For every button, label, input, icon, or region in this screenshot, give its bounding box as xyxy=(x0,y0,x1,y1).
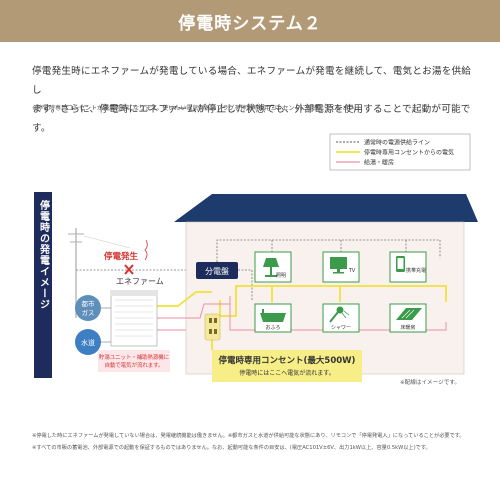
floor-heating-icon xyxy=(396,308,422,320)
enefarm-label: エネファーム xyxy=(116,277,164,286)
footnote-1: ※停電した時にエネファームが発電していない場合は、発電継続機能は働きません。※都… xyxy=(32,433,465,439)
side-label: 停電時の発電イメージ xyxy=(38,199,51,310)
outlet-callout: 停電時専用コンセント(最大500W) 停電時にはここへ電気が流れます。 xyxy=(212,350,362,382)
legend-label-normal: 通常時の電源供給ライン xyxy=(364,139,430,147)
appliance-label-phone: 携帯充電 xyxy=(406,267,426,274)
shower-icon xyxy=(329,306,350,323)
top-note: ※停電時専用コンセントが使用可能になります。使いたい電気製品のプラグを停電時専用… xyxy=(32,105,361,112)
outlet-subtitle: 停電時にはここへ電気が流れます。 xyxy=(239,369,334,377)
house-body xyxy=(185,221,465,375)
appliance-label-tv: TV xyxy=(348,268,356,274)
storage-note-line-2: 自動で電気が流れます。 xyxy=(105,361,164,369)
outlet-title: 停電時専用コンセント(最大500W) xyxy=(219,355,356,366)
distribution-board: 分電盤 xyxy=(196,262,238,279)
appliance-lighting: 照明 xyxy=(254,251,292,283)
legend-label-outlet: 停電時専用コンセントからの電気 xyxy=(364,149,454,157)
description-line-1: 停電発生時にエネファームが発電している場合、エネファームが発電を継続して、電気と… xyxy=(32,66,472,96)
page-header: 停電時システム２ xyxy=(0,0,500,42)
image-note: ※配線はイメージです。 xyxy=(400,378,460,386)
appliance-label-lighting: 照明 xyxy=(276,273,286,279)
city-gas-label-2: ガス xyxy=(82,308,95,317)
storage-note-line-1: 貯湯ユニット・補助熱源機に xyxy=(99,353,169,361)
page-title: 停電時システム２ xyxy=(178,13,322,34)
water-circle: 水道 xyxy=(75,329,101,355)
city-gas-label-1: 都市 xyxy=(82,299,96,308)
legend: 通常時の電源供給ライン 停電時専用コンセントからの電気 給湯・暖房 xyxy=(329,133,471,171)
lamp-icon xyxy=(263,258,279,277)
distribution-board-label: 分電盤 xyxy=(205,266,229,276)
house-roof xyxy=(174,194,478,222)
appliance-floor-heating: 床暖房 xyxy=(389,303,427,333)
legend-label-hotwater: 給湯・暖房 xyxy=(364,159,394,167)
appliance-label-shower: シャワー xyxy=(331,325,351,331)
appliance-phone-charge: 携帯充電 xyxy=(389,251,427,283)
side-banner: 停電時の発電イメージ xyxy=(34,192,52,378)
bathtub-icon xyxy=(260,309,286,322)
footnote-2: ※すべての市販の蓄電池、外部電源での起動を保証するものではありません。なお、起動… xyxy=(32,445,431,451)
tv-icon xyxy=(330,257,347,274)
description-line-2: ます。さらに、停電時にエネファームが停止した状態でも、外部電源を使用することで起… xyxy=(32,104,471,134)
description: 停電発生時にエネファームが発電している場合、エネファームが発電を継続して、電気と… xyxy=(32,62,472,138)
water-label: 水道 xyxy=(81,338,95,347)
city-gas-circle: 都市 ガス xyxy=(75,295,101,321)
appliance-tv: TV xyxy=(322,251,360,283)
storage-note: 貯湯ユニット・補助熱源機に 自動で電気が流れます。 xyxy=(98,350,170,372)
appliance-label-floor: 床暖房 xyxy=(400,324,415,331)
power-outage-label: 停電発生 xyxy=(104,251,139,262)
appliance-label-bath: おふろ xyxy=(265,324,280,331)
enefarm-unit xyxy=(110,290,158,347)
outage-x-mark xyxy=(124,264,134,275)
appliance-bath: おふろ xyxy=(254,303,292,333)
wall-outlet xyxy=(204,313,221,341)
phone-charge-icon xyxy=(396,256,405,272)
appliance-shower: シャワー xyxy=(322,303,360,333)
